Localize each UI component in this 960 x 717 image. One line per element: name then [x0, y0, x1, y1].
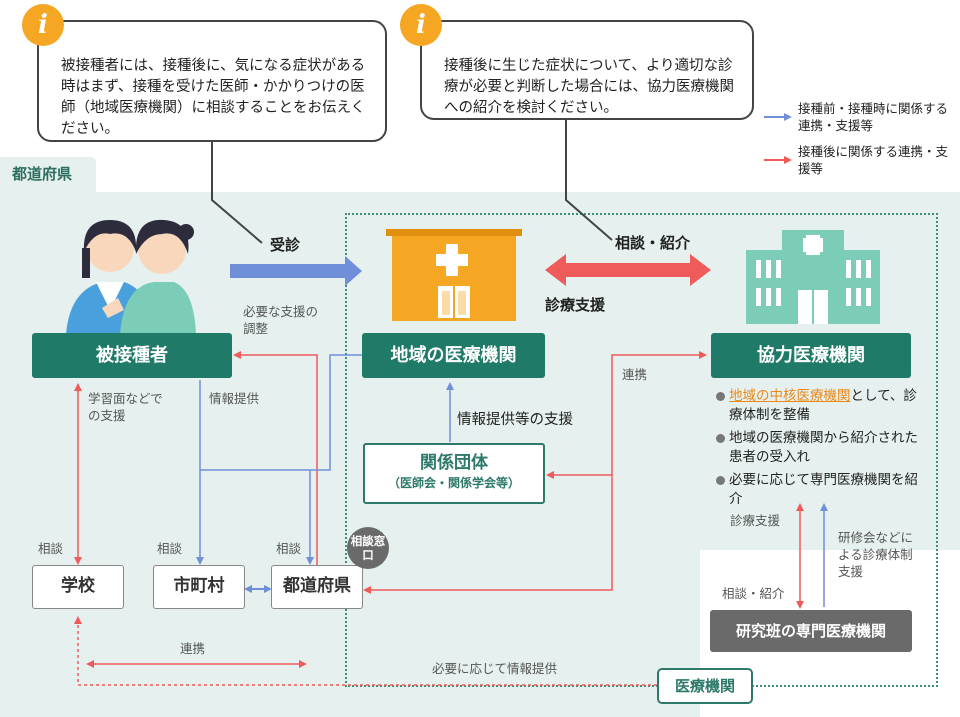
duty-item-1-text: として、診療体制を整備: [729, 388, 917, 423]
training-support-label: 研修会などによる診療体制支援: [838, 530, 914, 579]
city-node: 市町村: [153, 565, 245, 609]
bubble-pointer-left: [211, 140, 263, 244]
duty-item-3: 必要に応じて専門医療機関を紹介: [714, 471, 924, 509]
medical-institutions-label: 医療機関: [657, 668, 753, 704]
duty-item-1-highlight: 地域の中核医療機関: [729, 388, 851, 404]
info-provision-label: 情報提供: [209, 391, 260, 406]
study-support-label: 学習面などでの支援: [88, 391, 163, 423]
related-orgs-node: 関係団体 （医師会・関係学会等）: [363, 443, 545, 504]
juushin-label: 受診: [270, 236, 301, 254]
clinic-icon: [386, 229, 522, 321]
bubble-left-text: 被接種者には、接種後に、気になる症状がある時はまず、接種を受けた医師・かかりつけ…: [61, 58, 366, 137]
referral-double-arrow: [545, 254, 711, 286]
support-coordination-label: 必要な支援の調整: [243, 304, 319, 336]
info-as-needed-label: 必要に応じて情報提供: [432, 661, 558, 676]
medical-institutions-frame: [345, 213, 938, 687]
cooperating-duties-list: 地域の中核医療機関として、診療体制を整備 地域の医療機関から紹介された患者の受入…: [714, 387, 924, 513]
info-blue-line: [200, 354, 362, 471]
pref-consult-label: 相談: [276, 541, 302, 556]
duty-item-3-text: 必要に応じて専門医療機関を紹介: [729, 472, 918, 507]
legend-blue-text: 接種前・接種時に関係する連携・支援等: [798, 101, 949, 133]
bubble-right: 接種後に生じた症状について、より適切な診療が必要と判断した場合には、協力医療機関…: [420, 20, 754, 120]
shinryou-shien-small-label: 診療支援: [730, 513, 781, 528]
info-dotted-line: [74, 616, 657, 686]
renkei-red-line: [363, 351, 707, 594]
hospital-icon: [746, 230, 880, 324]
duty-item-2-text: 地域の医療機関から紹介された患者の受入れ: [729, 430, 918, 465]
bubble-left: 被接種者には、接種後に、気になる症状がある時はまず、接種を受けた医師・かかりつけ…: [37, 20, 387, 142]
renkei-lower-label: 連携: [180, 641, 206, 656]
related-orgs-title: 関係団体: [420, 453, 488, 473]
duty-item-2: 地域の医療機関から紹介された患者の受入れ: [714, 429, 924, 467]
renkei-upper-label: 連携: [622, 367, 648, 382]
soudan-shoukai-label: 相談・紹介: [615, 234, 691, 252]
prefecture-tab: 都道府県: [0, 157, 96, 192]
bubble-pointer-right: [565, 120, 613, 241]
people-illustration: [66, 219, 196, 334]
vaccinee-node: 被接種者: [32, 333, 232, 378]
info-icon: i: [400, 4, 442, 46]
consult-refer-small-label: 相談・紹介: [722, 586, 785, 601]
duty-item-1: 地域の中核医療機関として、診療体制を整備: [714, 387, 924, 425]
city-consult-label: 相談: [157, 541, 183, 556]
school-node: 学校: [32, 565, 124, 609]
legend-red-text: 接種後に関係する連携・支援等: [798, 144, 949, 176]
info-support-label: 情報提供等の支援: [457, 412, 573, 428]
consult-window-badge: 相談窓口: [347, 527, 389, 569]
shinryou-shien-label: 診療支援: [545, 296, 606, 314]
local-medical-node: 地域の医療機関: [362, 333, 545, 378]
research-specialist-node: 研究班の専門医療機関: [710, 610, 912, 652]
school-consult-label: 相談: [38, 541, 64, 556]
juushin-arrow: [230, 256, 362, 286]
cooperating-hospital-node: 協力医療機関: [711, 333, 911, 378]
support-coordination-arrow: [233, 351, 318, 565]
info-icon: i: [22, 4, 64, 46]
bubble-right-text: 接種後に生じた症状について、より適切な診療が必要と判断した場合には、協力医療機関…: [444, 58, 734, 116]
prefecture-node: 都道府県: [271, 565, 363, 609]
related-orgs-subtitle: （医師会・関係学会等）: [387, 476, 520, 490]
